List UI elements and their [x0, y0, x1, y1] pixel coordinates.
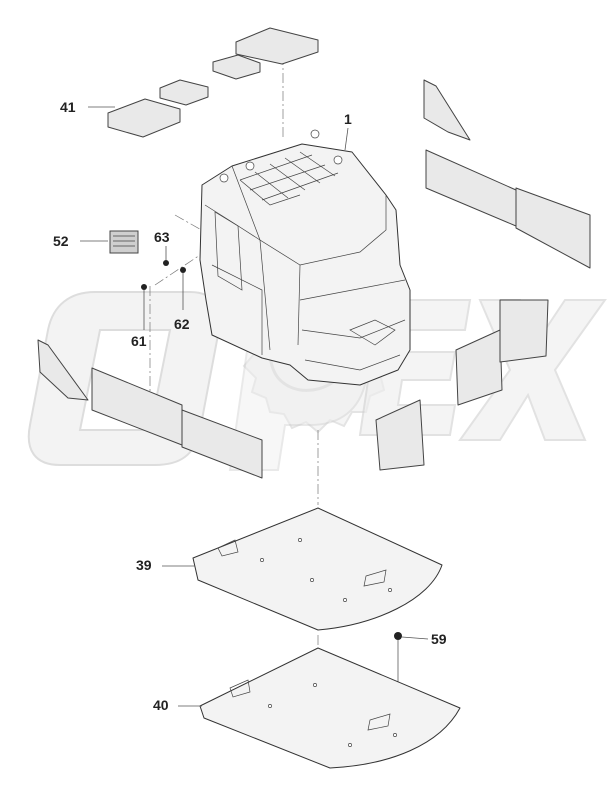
- trim-left-lower: [37, 339, 263, 479]
- center-lines: [149, 55, 319, 655]
- roof-pads: [107, 27, 319, 138]
- label-decal: [109, 230, 139, 254]
- callout-59: 59: [431, 631, 447, 647]
- callout-39: 39: [136, 557, 152, 573]
- callout-labels: 1 41 52 63 62 61 39 59 40: [53, 99, 447, 713]
- callout-40: 40: [153, 697, 169, 713]
- leader-lines: [80, 106, 429, 707]
- callout-63: 63: [154, 229, 170, 245]
- fasteners: [141, 260, 186, 290]
- callout-62: 62: [174, 316, 190, 332]
- trim-right-lower: [375, 299, 549, 471]
- callout-41: 41: [60, 99, 76, 115]
- floor-mat-lower: [199, 647, 461, 769]
- floor-mat-upper: [192, 507, 443, 631]
- callout-1: 1: [344, 111, 352, 127]
- cab-assembly: [199, 129, 411, 386]
- callout-61: 61: [131, 333, 147, 349]
- trim-right-upper: [423, 79, 591, 269]
- callout-52: 52: [53, 233, 69, 249]
